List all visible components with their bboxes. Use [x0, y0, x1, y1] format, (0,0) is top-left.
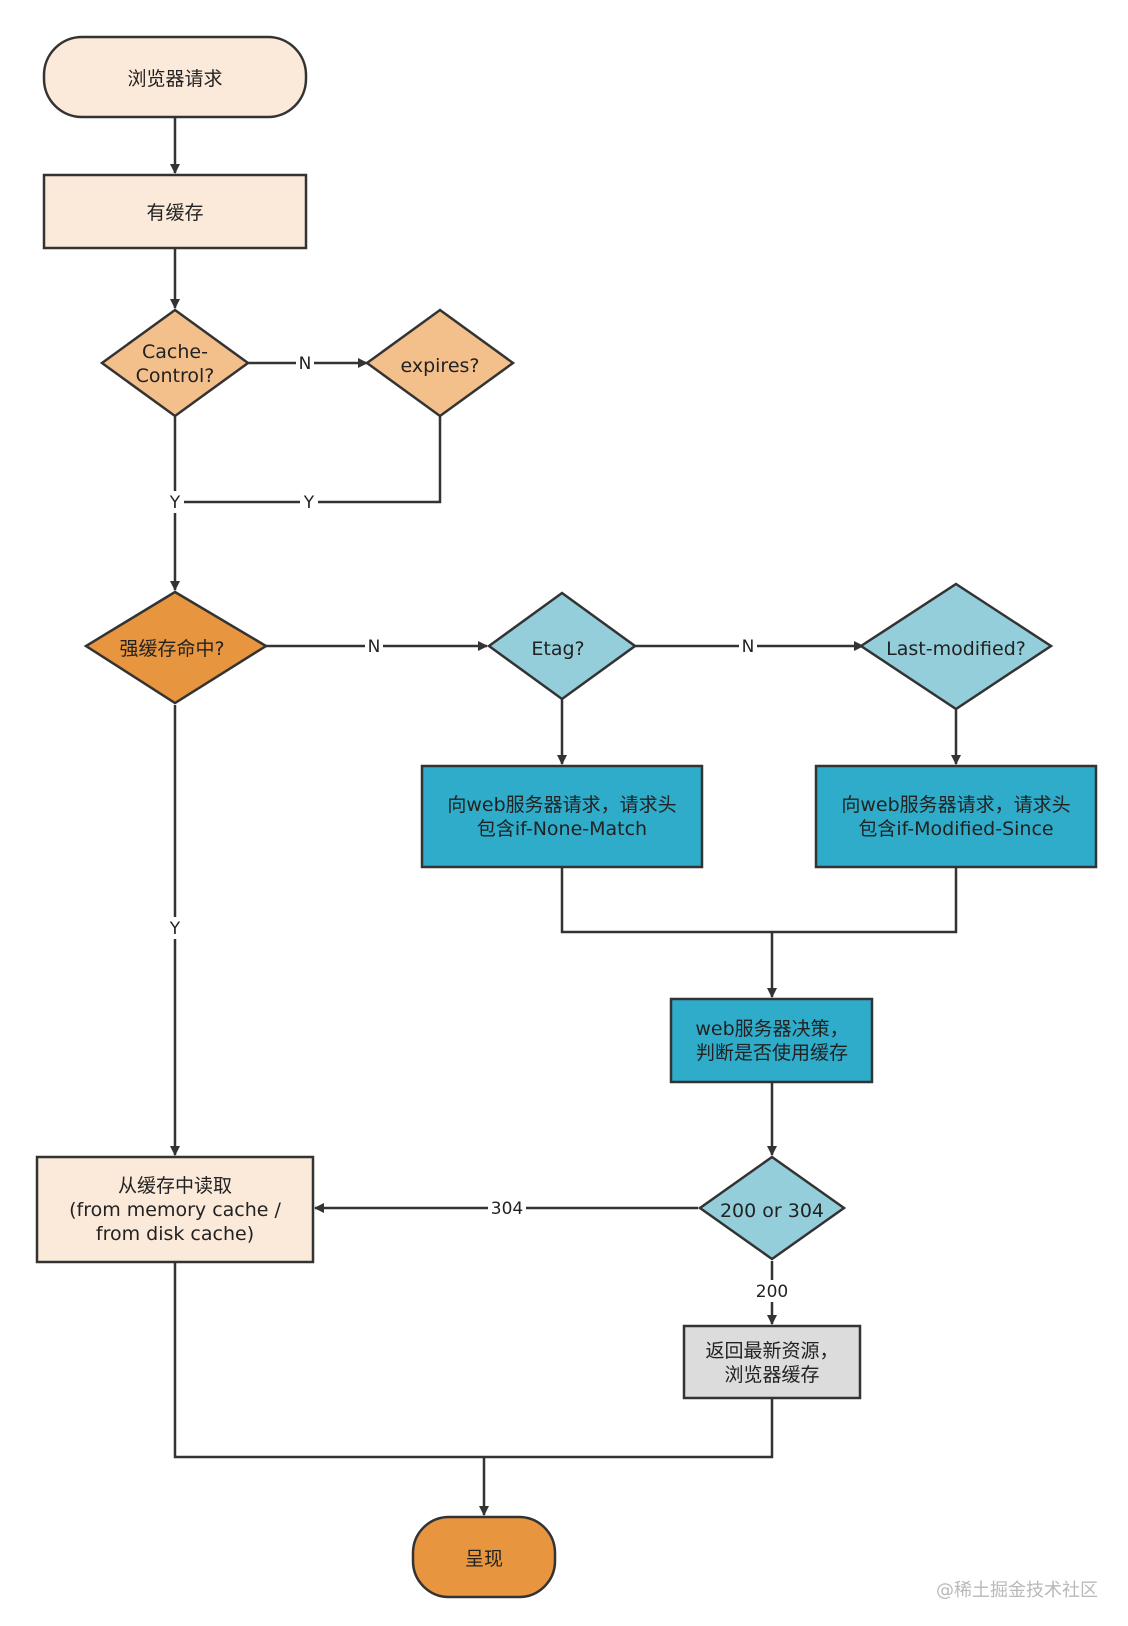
node-browser-request — [42, 35, 308, 119]
label-cache-control-no: N — [299, 354, 312, 374]
label-etag-no: N — [742, 637, 755, 657]
watermark: @稀土掘金技术社区 — [936, 1580, 1098, 1601]
nodes: 浏览器请求 有缓存 Cache-Control? expires? 强缓存命中?… — [35, 35, 1098, 1599]
node-text-line: 浏览器请求 — [127, 68, 222, 90]
node-read-from-cache — [35, 1155, 315, 1264]
node-text-line: web服务器决策， — [695, 1018, 848, 1040]
edge-labels: N Y Y N N Y 304 200 — [166, 352, 792, 1302]
node-strong-cache-hit-text: 强缓存命中? — [119, 638, 224, 660]
node-text-line: 浏览器缓存 — [724, 1364, 819, 1386]
label-200: 200 — [756, 1282, 788, 1302]
node-return-latest — [682, 1324, 862, 1400]
node-has-cache-text: 有缓存 — [146, 202, 203, 224]
node-cache-control-text: Cache-Control? — [136, 341, 215, 387]
node-text-line: 返回最新资源， — [705, 1340, 838, 1362]
label-strong-no: N — [368, 637, 381, 657]
node-text-line: 从缓存中读取 — [118, 1175, 232, 1197]
node-expires — [364, 308, 516, 418]
label-expires-yes: Y — [303, 493, 315, 513]
node-text-line: expires? — [400, 355, 479, 377]
edge-read-cache-to-merge — [173, 1262, 774, 1459]
node-text-line: 包含if-None-Match — [477, 818, 647, 840]
node-cache-control — [99, 308, 251, 418]
node-strong-cache-hit — [83, 590, 269, 705]
node-etag — [486, 591, 638, 701]
node-text-line: 判断是否使用缓存 — [696, 1042, 848, 1064]
node-text-line: 有缓存 — [146, 202, 203, 224]
node-server-decision — [669, 997, 874, 1084]
node-text-line: 向web服务器请求，请求头 — [447, 794, 676, 816]
node-text-line: Last-modified? — [886, 638, 1026, 660]
node-last-modified — [858, 582, 1054, 711]
node-render-text: 呈现 — [465, 1548, 503, 1570]
node-expires-text: expires? — [400, 355, 479, 377]
node-browser-request-text: 浏览器请求 — [127, 68, 222, 90]
edge-expires-yes — [175, 416, 442, 504]
node-text-line: Cache- — [142, 341, 208, 363]
node-text-line: (from memory cache / — [69, 1199, 281, 1221]
node-request-if-modified-since-text: 向web服务器请求，请求头包含if-Modified-Since — [841, 794, 1070, 840]
label-cache-control-yes: Y — [169, 493, 181, 513]
node-status-check — [697, 1155, 847, 1261]
node-read-from-cache-text: 从缓存中读取(from memory cache /from disk cach… — [69, 1175, 281, 1245]
node-text-line: from disk cache) — [96, 1223, 254, 1245]
node-text-line: Etag? — [531, 638, 584, 660]
node-text-line: Control? — [136, 365, 215, 387]
node-text-line: 向web服务器请求，请求头 — [841, 794, 1070, 816]
node-request-if-modified-since — [814, 764, 1098, 869]
node-text-line: 200 or 304 — [720, 1200, 824, 1222]
label-strong-yes: Y — [169, 919, 181, 939]
node-text-line: 强缓存命中? — [119, 638, 224, 660]
node-status-check-text: 200 or 304 — [720, 1200, 824, 1222]
label-304: 304 — [491, 1199, 523, 1219]
node-return-latest-text: 返回最新资源，浏览器缓存 — [705, 1340, 838, 1386]
node-last-modified-text: Last-modified? — [886, 638, 1026, 660]
edge-merge-requests — [560, 867, 958, 934]
node-etag-text: Etag? — [531, 638, 584, 660]
node-server-decision-text: web服务器决策，判断是否使用缓存 — [695, 1018, 848, 1064]
node-request-if-none-match-text: 向web服务器请求，请求头包含if-None-Match — [447, 794, 676, 840]
node-render — [411, 1515, 557, 1599]
node-has-cache — [42, 173, 308, 250]
node-request-if-none-match — [420, 764, 704, 869]
node-text-line: 包含if-Modified-Since — [858, 818, 1053, 840]
node-text-line: 呈现 — [465, 1548, 503, 1570]
